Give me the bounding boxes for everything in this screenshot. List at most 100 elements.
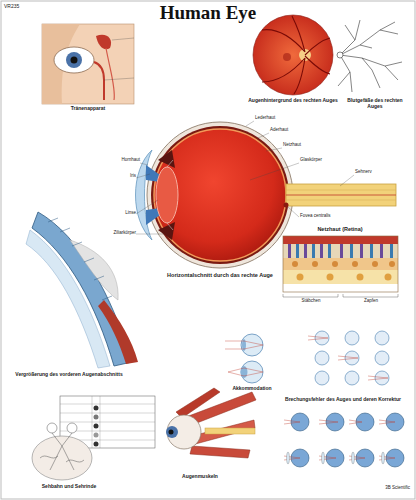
table-symbol xyxy=(94,433,99,438)
cell-body xyxy=(312,261,318,267)
cone xyxy=(390,244,393,258)
vitreous-body xyxy=(154,129,286,261)
photoreceptor-layer xyxy=(283,244,398,258)
correction-lens xyxy=(382,452,385,464)
eyeball xyxy=(167,415,201,449)
optic-nerve xyxy=(286,184,396,206)
part-label: Netzhaut xyxy=(283,143,323,148)
panel-caption: Augenhintergrund des rechten Auges xyxy=(248,98,338,104)
eye-outline xyxy=(345,371,359,385)
table-symbol xyxy=(94,406,99,411)
zonule-fibers xyxy=(167,223,173,230)
light-ray xyxy=(284,420,395,460)
part-label: Glaskörper xyxy=(300,158,340,163)
retinal-vessels xyxy=(262,16,330,94)
cone xyxy=(328,244,331,258)
eye-outline xyxy=(241,361,263,383)
cell-body xyxy=(332,261,338,267)
panel-caption: Akkommodation xyxy=(222,386,282,392)
leader-line xyxy=(140,163,148,165)
correction-lens xyxy=(287,452,290,464)
leader-line xyxy=(136,234,164,235)
part-label: 3B Scientific xyxy=(340,486,410,491)
light-ray xyxy=(308,336,388,380)
ganglion-cell xyxy=(385,274,392,281)
cone xyxy=(370,244,373,258)
eye-outline xyxy=(356,413,374,431)
panel-caption: Vergrößerung des vorderen Augenabschnitt… xyxy=(14,372,124,378)
eye-outline xyxy=(375,331,389,345)
pupil xyxy=(71,57,78,64)
part-label: Fovea centralis xyxy=(300,214,350,219)
bipolar-layer xyxy=(283,258,398,270)
part-label: Lederhaut xyxy=(255,116,295,121)
part-label: Hornhaut xyxy=(104,158,140,163)
eye-outline xyxy=(326,413,344,431)
table-symbol xyxy=(94,424,99,429)
cornea-segment xyxy=(26,230,110,368)
part-label: Sehnerv xyxy=(355,170,395,175)
poster-title: Human Eye xyxy=(0,3,416,24)
ciliary-body xyxy=(158,150,175,168)
part-label: Zapfen xyxy=(345,299,397,304)
lacrimal-duct xyxy=(94,62,104,100)
ciliary-body xyxy=(158,222,175,240)
fovea xyxy=(284,203,289,208)
leader-line xyxy=(250,163,299,180)
eye-outline xyxy=(315,371,329,385)
rod xyxy=(288,244,291,258)
panel-caption: Horizontalschnitt durch das rechte Auge xyxy=(150,272,290,278)
cell-body xyxy=(292,261,298,267)
lens xyxy=(156,167,178,223)
refraction-eyes xyxy=(284,413,404,467)
brain xyxy=(32,436,92,480)
rod xyxy=(340,244,343,258)
lacrimal-canal xyxy=(106,48,114,100)
lacrimal-gland xyxy=(96,35,111,50)
leader-line xyxy=(104,78,134,80)
correction-lens xyxy=(322,452,325,464)
ganglion-cell xyxy=(357,274,364,281)
eye-outline xyxy=(375,351,389,365)
ganglion-layer xyxy=(283,270,398,284)
eye-outline xyxy=(241,334,263,356)
face-panel xyxy=(42,24,134,104)
nerve-fibers xyxy=(286,200,396,201)
iris xyxy=(66,52,82,68)
part-label: Ziliarkörper xyxy=(96,231,136,236)
central-artery xyxy=(286,195,396,196)
leader-line xyxy=(246,121,254,126)
leader-line xyxy=(266,148,282,151)
iris-segment xyxy=(32,212,132,366)
nerve-fibers xyxy=(286,190,396,191)
iris xyxy=(166,426,178,438)
zonule-fibers xyxy=(167,160,173,167)
visual-pathway xyxy=(40,433,84,470)
eye-muscle xyxy=(190,446,250,458)
pigment-layer xyxy=(283,236,398,244)
panel-caption: Augenmuskeln xyxy=(160,474,240,480)
cone xyxy=(296,244,299,258)
choroid xyxy=(151,126,289,264)
fundus xyxy=(253,15,333,95)
rod xyxy=(360,244,363,258)
cell-body xyxy=(352,261,358,267)
optic-disc xyxy=(337,52,343,58)
rod xyxy=(380,244,383,258)
eye-outline xyxy=(345,331,359,345)
macula xyxy=(283,53,291,61)
panel-caption: Netzhaut (Retina) xyxy=(290,226,390,232)
eyeball xyxy=(54,47,94,73)
ganglion-cell xyxy=(297,274,304,281)
part-label: Linse xyxy=(104,211,136,216)
bracket xyxy=(283,294,398,297)
rod xyxy=(320,244,323,258)
part-label: Aderhaut xyxy=(270,128,310,133)
cell-body xyxy=(389,261,395,267)
cornea xyxy=(136,150,153,240)
vessel-tree xyxy=(338,20,402,92)
optic-nerve xyxy=(205,428,255,434)
table-symbol xyxy=(94,442,99,447)
